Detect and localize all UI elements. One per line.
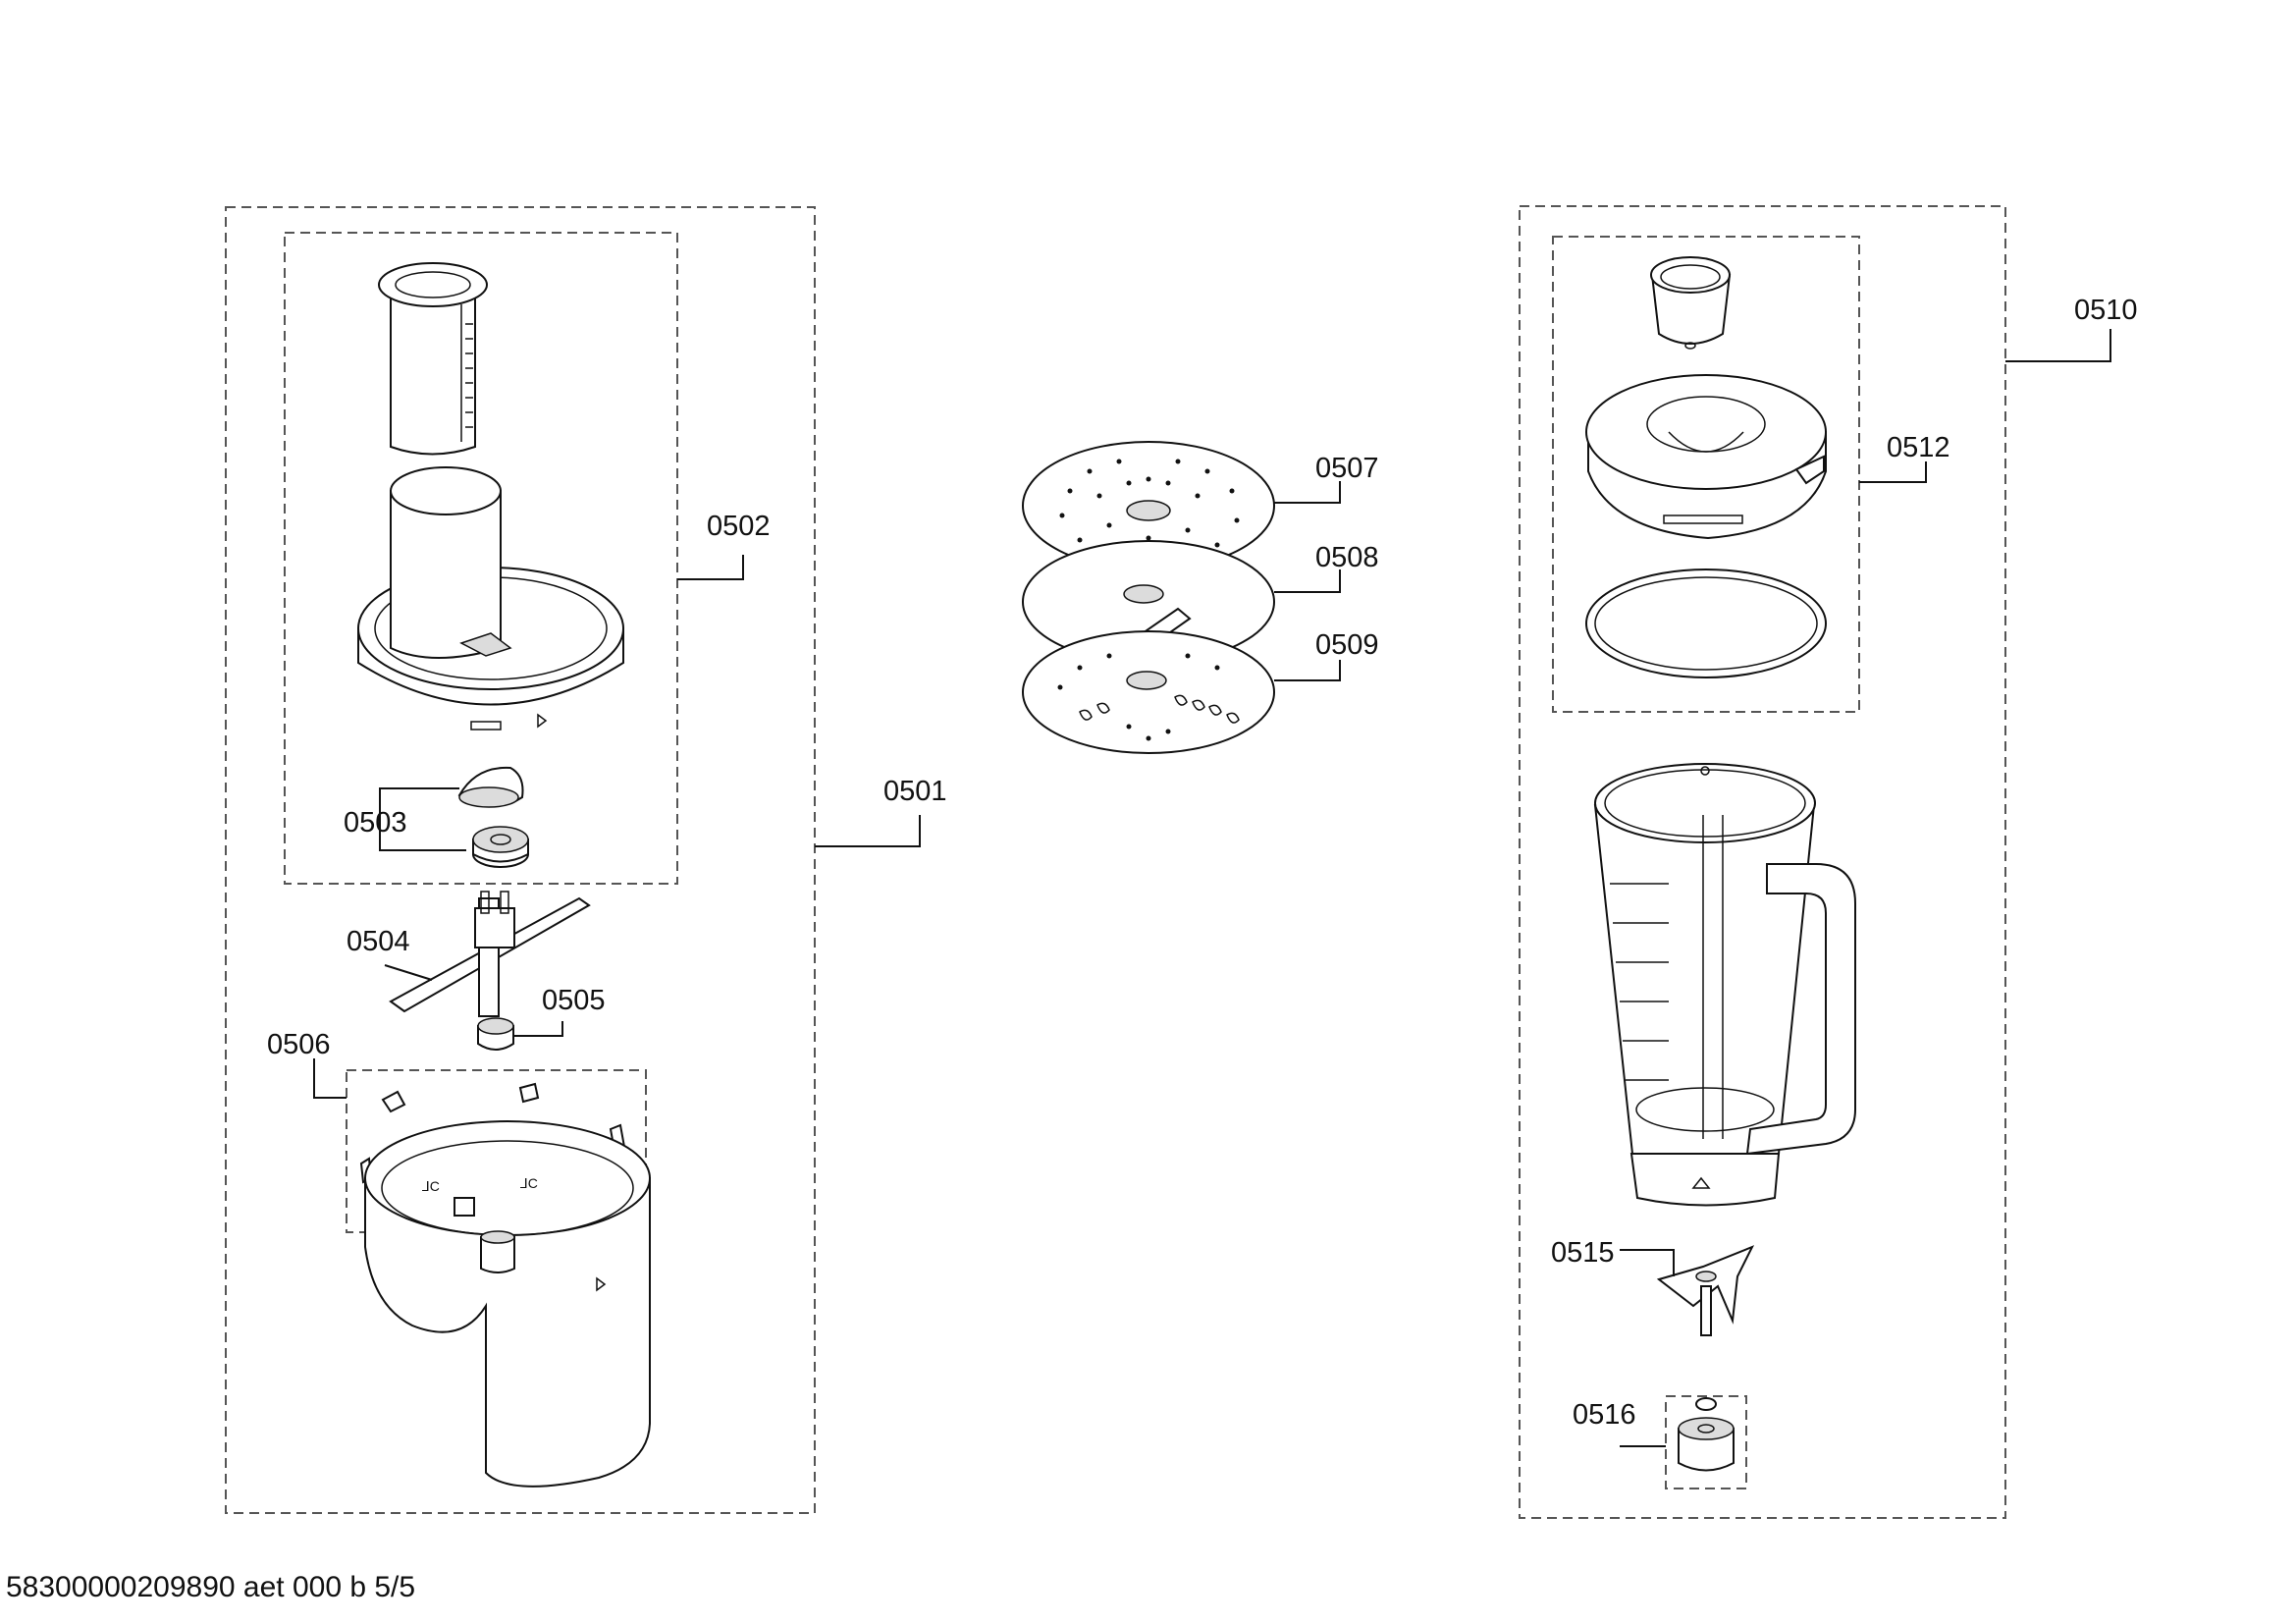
blender-jug-part <box>1593 763 1856 1207</box>
processor-lid-part <box>357 466 624 731</box>
bowl-marking-text: ⅃C <box>422 1178 440 1194</box>
leader-line-0505 <box>513 1021 563 1037</box>
bowl-marking-text: ⅃C <box>520 1175 538 1191</box>
group-box-0516 <box>1665 1395 1747 1489</box>
group-box-0512 <box>1552 236 1860 713</box>
blender-blade-part <box>1656 1245 1755 1336</box>
group-box-0510 <box>1519 205 2006 1519</box>
label-0508: 0508 <box>1315 542 1379 573</box>
leader-line-0509 <box>1274 660 1341 681</box>
pusher-insert-part <box>378 262 488 456</box>
leader-line-0512 <box>1859 461 1927 483</box>
label-0509: 0509 <box>1315 629 1379 661</box>
group-box-0501 <box>225 206 816 1514</box>
drive-cap-part <box>457 766 524 808</box>
label-0501: 0501 <box>883 776 947 807</box>
leader-line-0506 <box>313 1058 347 1099</box>
label-0506: 0506 <box>267 1029 331 1060</box>
document-footer-id: 58300000209890 aet 000 b 5/5 <box>6 1571 416 1603</box>
jug-lid-part <box>1585 374 1827 540</box>
group-box-0502 <box>284 232 678 885</box>
measuring-cap-part <box>1650 256 1732 350</box>
label-0516: 0516 <box>1573 1399 1636 1431</box>
group-box-0506 <box>346 1069 647 1233</box>
drive-cap-small-part <box>477 1017 514 1051</box>
grating-disc-coarse-part <box>1022 630 1275 754</box>
leader-line-0501 <box>815 815 921 847</box>
label-0510: 0510 <box>2074 295 2138 326</box>
lid-seal-ring-part <box>1585 568 1827 678</box>
label-0504: 0504 <box>347 926 410 957</box>
label-0507: 0507 <box>1315 453 1379 484</box>
kneading-tool-part <box>389 891 591 1017</box>
leader-line-0515 <box>1620 1249 1675 1276</box>
processor-bowl-part: ⅃C ⅃C <box>364 1120 651 1488</box>
grating-disc-fine-part <box>1022 441 1275 570</box>
leader-line-0503 <box>379 787 466 851</box>
drive-coupling-blender-part <box>1678 1397 1735 1472</box>
leader-line-0502 <box>677 555 744 580</box>
leader-line-0508 <box>1274 569 1341 593</box>
label-0503: 0503 <box>344 807 407 839</box>
drive-coupling-part <box>472 826 529 868</box>
label-0502: 0502 <box>707 511 771 542</box>
leader-line-0510 <box>2005 329 2111 362</box>
leader-line-0507 <box>1274 481 1341 504</box>
leader-line-0504 <box>384 964 433 981</box>
label-0512: 0512 <box>1887 432 1950 463</box>
label-0505: 0505 <box>542 985 606 1016</box>
label-0515: 0515 <box>1551 1237 1615 1269</box>
